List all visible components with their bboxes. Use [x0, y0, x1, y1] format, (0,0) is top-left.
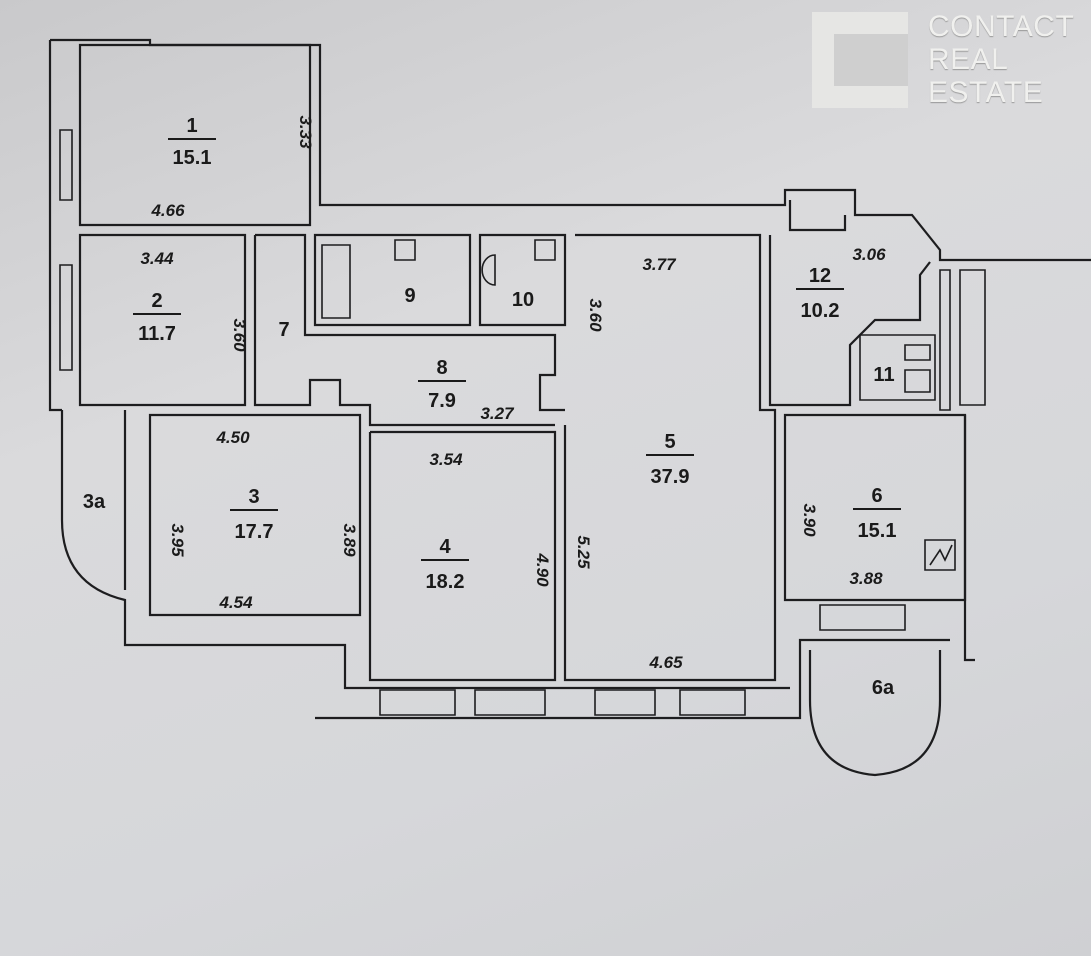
dim-label: 4.66 — [150, 201, 185, 220]
room-2: 2 11.7 — [133, 290, 181, 345]
dim-label: 3.60 — [586, 298, 605, 332]
dim-label: 4.65 — [648, 653, 683, 672]
room-area: 7.9 — [428, 390, 456, 412]
room-7-number: 7 — [278, 319, 289, 341]
room-5: 5 37.9 — [646, 431, 694, 488]
contact-real-estate-logo: CONTACT REAL ESTATE — [812, 10, 1074, 112]
room-area: 15.1 — [858, 520, 897, 542]
room-number: 2 — [151, 290, 162, 312]
room-11-number: 11 — [873, 364, 894, 386]
dim-label: 3.44 — [140, 249, 174, 268]
room-9-number: 9 — [404, 285, 415, 307]
room-area: 37.9 — [651, 466, 690, 488]
logo-line: CONTACT — [928, 10, 1075, 43]
room-area: 15.1 — [173, 147, 212, 169]
room-number: 1 — [186, 115, 197, 137]
dim-label: 3.89 — [340, 523, 359, 557]
room-6a-number: 6a — [872, 677, 895, 699]
room-10-number: 10 — [512, 289, 534, 311]
dim-label: 3.60 — [230, 318, 249, 352]
dim-label: 3.27 — [480, 404, 515, 423]
room-number: 6 — [871, 485, 882, 507]
room-3a-number: 3a — [83, 491, 106, 513]
room-number: 5 — [664, 431, 675, 453]
room-area: 18.2 — [426, 571, 465, 593]
dimension-labels: 3.33 4.66 3.44 3.60 4.50 3.95 3.89 4.54 … — [140, 115, 886, 672]
dim-label: 3.88 — [849, 569, 883, 588]
dim-label: 3.33 — [296, 115, 315, 149]
dim-label: 4.50 — [215, 428, 250, 447]
dim-label: 4.90 — [533, 552, 552, 587]
logo-mark — [812, 12, 908, 108]
room-8: 8 7.9 — [418, 357, 466, 412]
dim-label: 4.54 — [218, 593, 253, 612]
room-number: 12 — [809, 265, 831, 287]
room-number: 3 — [248, 486, 259, 508]
dim-label: 3.54 — [429, 450, 463, 469]
dim-label: 3.90 — [800, 503, 819, 537]
dim-label: 3.95 — [168, 523, 187, 557]
room-6: 6 15.1 — [853, 485, 901, 542]
room-number: 4 — [439, 536, 451, 558]
room-area: 17.7 — [235, 521, 274, 543]
dim-label: 3.06 — [852, 245, 886, 264]
room-12: 12 10.2 — [796, 265, 844, 322]
dim-label: 5.25 — [574, 535, 593, 569]
logo-line: ESTATE — [928, 76, 1044, 109]
logo-line: REAL — [928, 43, 1009, 76]
room-4: 4 18.2 — [421, 536, 469, 593]
room-number: 8 — [436, 357, 447, 379]
room-area: 10.2 — [801, 300, 840, 322]
logo-text: CONTACT REAL ESTATE — [928, 10, 1074, 109]
room-area: 11.7 — [138, 323, 176, 345]
room-3: 3 17.7 — [230, 486, 278, 543]
dim-label: 3.77 — [642, 255, 677, 274]
room-1: 1 15.1 — [168, 115, 216, 169]
walls — [48, 38, 1091, 777]
